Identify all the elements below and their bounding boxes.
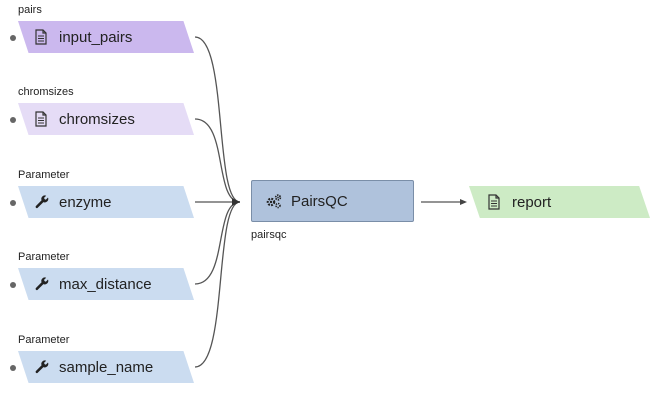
output-label: report [512,193,552,211]
arrowhead-step [232,198,240,206]
wrench-icon [34,276,50,292]
gears-icon [265,193,283,209]
input-port-dot[interactable] [10,282,16,288]
wrench-icon [34,359,50,375]
input-port-dot[interactable] [10,200,16,206]
input-caption: chromsizes [18,86,74,98]
input-node-chromsizes[interactable]: chromsizes [18,103,194,135]
file-icon [487,194,503,210]
edge-input-pairs [194,36,241,203]
wrench-icon [34,194,50,210]
input-label: max_distance [59,275,152,293]
input-port-dot[interactable] [10,35,16,41]
step-label: PairsQC [291,192,348,210]
input-label: enzyme [59,193,112,211]
input-caption: Parameter [18,169,70,181]
edge-chromsizes [194,118,241,203]
input-label: input_pairs [59,28,133,46]
input-caption: Parameter [18,334,70,346]
input-node-input-pairs[interactable]: input_pairs [18,21,194,53]
input-node-sample-name[interactable]: sample_name [18,351,194,383]
edge-max-distance [194,201,241,285]
input-caption: pairs [18,4,42,16]
output-node-report[interactable]: report [469,186,650,218]
step-caption: pairsqc [251,229,287,241]
file-icon [34,111,50,127]
input-caption: Parameter [18,251,70,263]
step-node-pairsqc[interactable]: PairsQC [251,180,414,222]
input-node-enzyme[interactable]: enzyme [18,186,194,218]
input-node-max-distance[interactable]: max_distance [18,268,194,300]
input-port-dot[interactable] [10,117,16,123]
input-label: chromsizes [59,110,135,128]
file-icon [34,29,50,45]
edge-sample-name [194,201,241,368]
arrowhead-output [460,199,467,205]
input-label: sample_name [59,358,154,376]
input-port-dot[interactable] [10,365,16,371]
